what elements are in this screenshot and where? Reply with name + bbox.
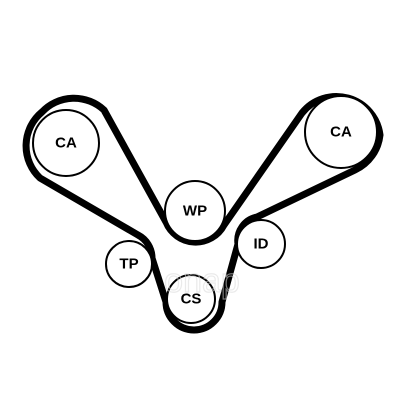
pulley-id-label: ID	[254, 236, 269, 253]
pulley-tp-label: TP	[119, 256, 138, 273]
pulley-tp: TP	[105, 240, 153, 288]
pulley-wp-circle	[164, 180, 226, 242]
pulley-wp-label: WP	[183, 203, 207, 220]
pulley-cs-circle	[166, 274, 216, 324]
pulley-cs-label: CS	[181, 291, 202, 308]
pulley-cs: CS	[166, 274, 216, 324]
pulley-ca-right-label: CA	[330, 124, 352, 141]
pulley-ca-left-circle	[32, 109, 100, 177]
pulley-ca-left-label: CA	[55, 135, 77, 152]
pulley-wp: WP	[164, 180, 226, 242]
pulley-id-circle	[236, 219, 286, 269]
pulley-ca-left: CA	[32, 109, 100, 177]
pulley-id: ID	[236, 219, 286, 269]
pulley-ca-right-circle	[304, 95, 378, 169]
watermark-text: onap	[164, 262, 240, 300]
pulley-tp-circle	[105, 240, 153, 288]
pulley-ca-right: CA	[304, 95, 378, 169]
